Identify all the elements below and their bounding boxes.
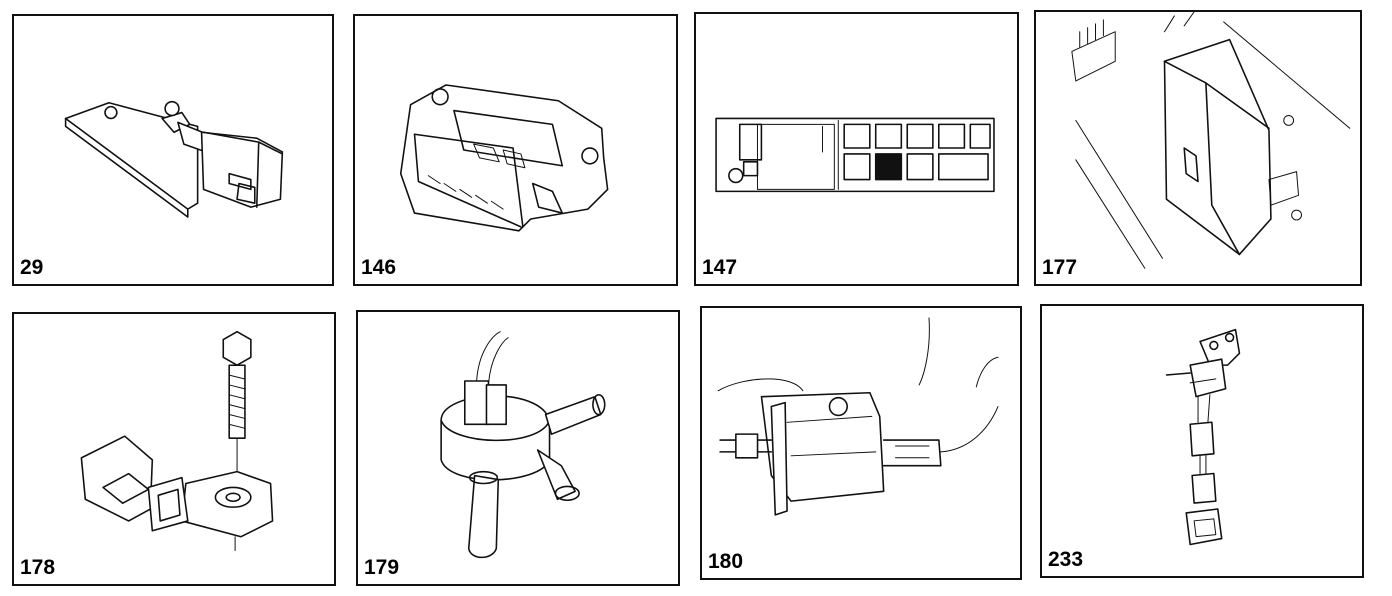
figure-number: 177: [1042, 256, 1078, 279]
mounted-sensor-icon: [717, 317, 999, 516]
figure-number: 180: [708, 550, 744, 573]
figure-panel-179: 179: [356, 310, 680, 586]
figure-number: 233: [1048, 548, 1084, 571]
figure-number: 178: [20, 556, 56, 579]
ignition-module-icon: [399, 84, 609, 232]
switch-bracket-icon: [1165, 328, 1241, 546]
figure-panel-178: 178: [12, 312, 336, 586]
figure-number: 29: [20, 256, 44, 279]
figure-panel-29: 29: [12, 14, 334, 286]
figure-panel-233: 233: [1040, 304, 1364, 578]
figure-panel-147: 147: [694, 12, 1019, 286]
figure-panel-177: 177: [1034, 10, 1362, 286]
figure-panel-146: 146: [353, 14, 678, 286]
control-unit-icon: [1071, 12, 1351, 269]
figure-panel-180: 180: [700, 306, 1022, 580]
figure-number: 147: [702, 256, 738, 279]
fuse-relay-box-icon: [715, 117, 995, 193]
figure-number: 146: [361, 256, 397, 279]
brake-light-switch-icon: [64, 100, 284, 218]
figure-number: 179: [364, 556, 400, 579]
knock-sensor-icon: [80, 330, 274, 551]
valve-icon: [440, 331, 606, 559]
